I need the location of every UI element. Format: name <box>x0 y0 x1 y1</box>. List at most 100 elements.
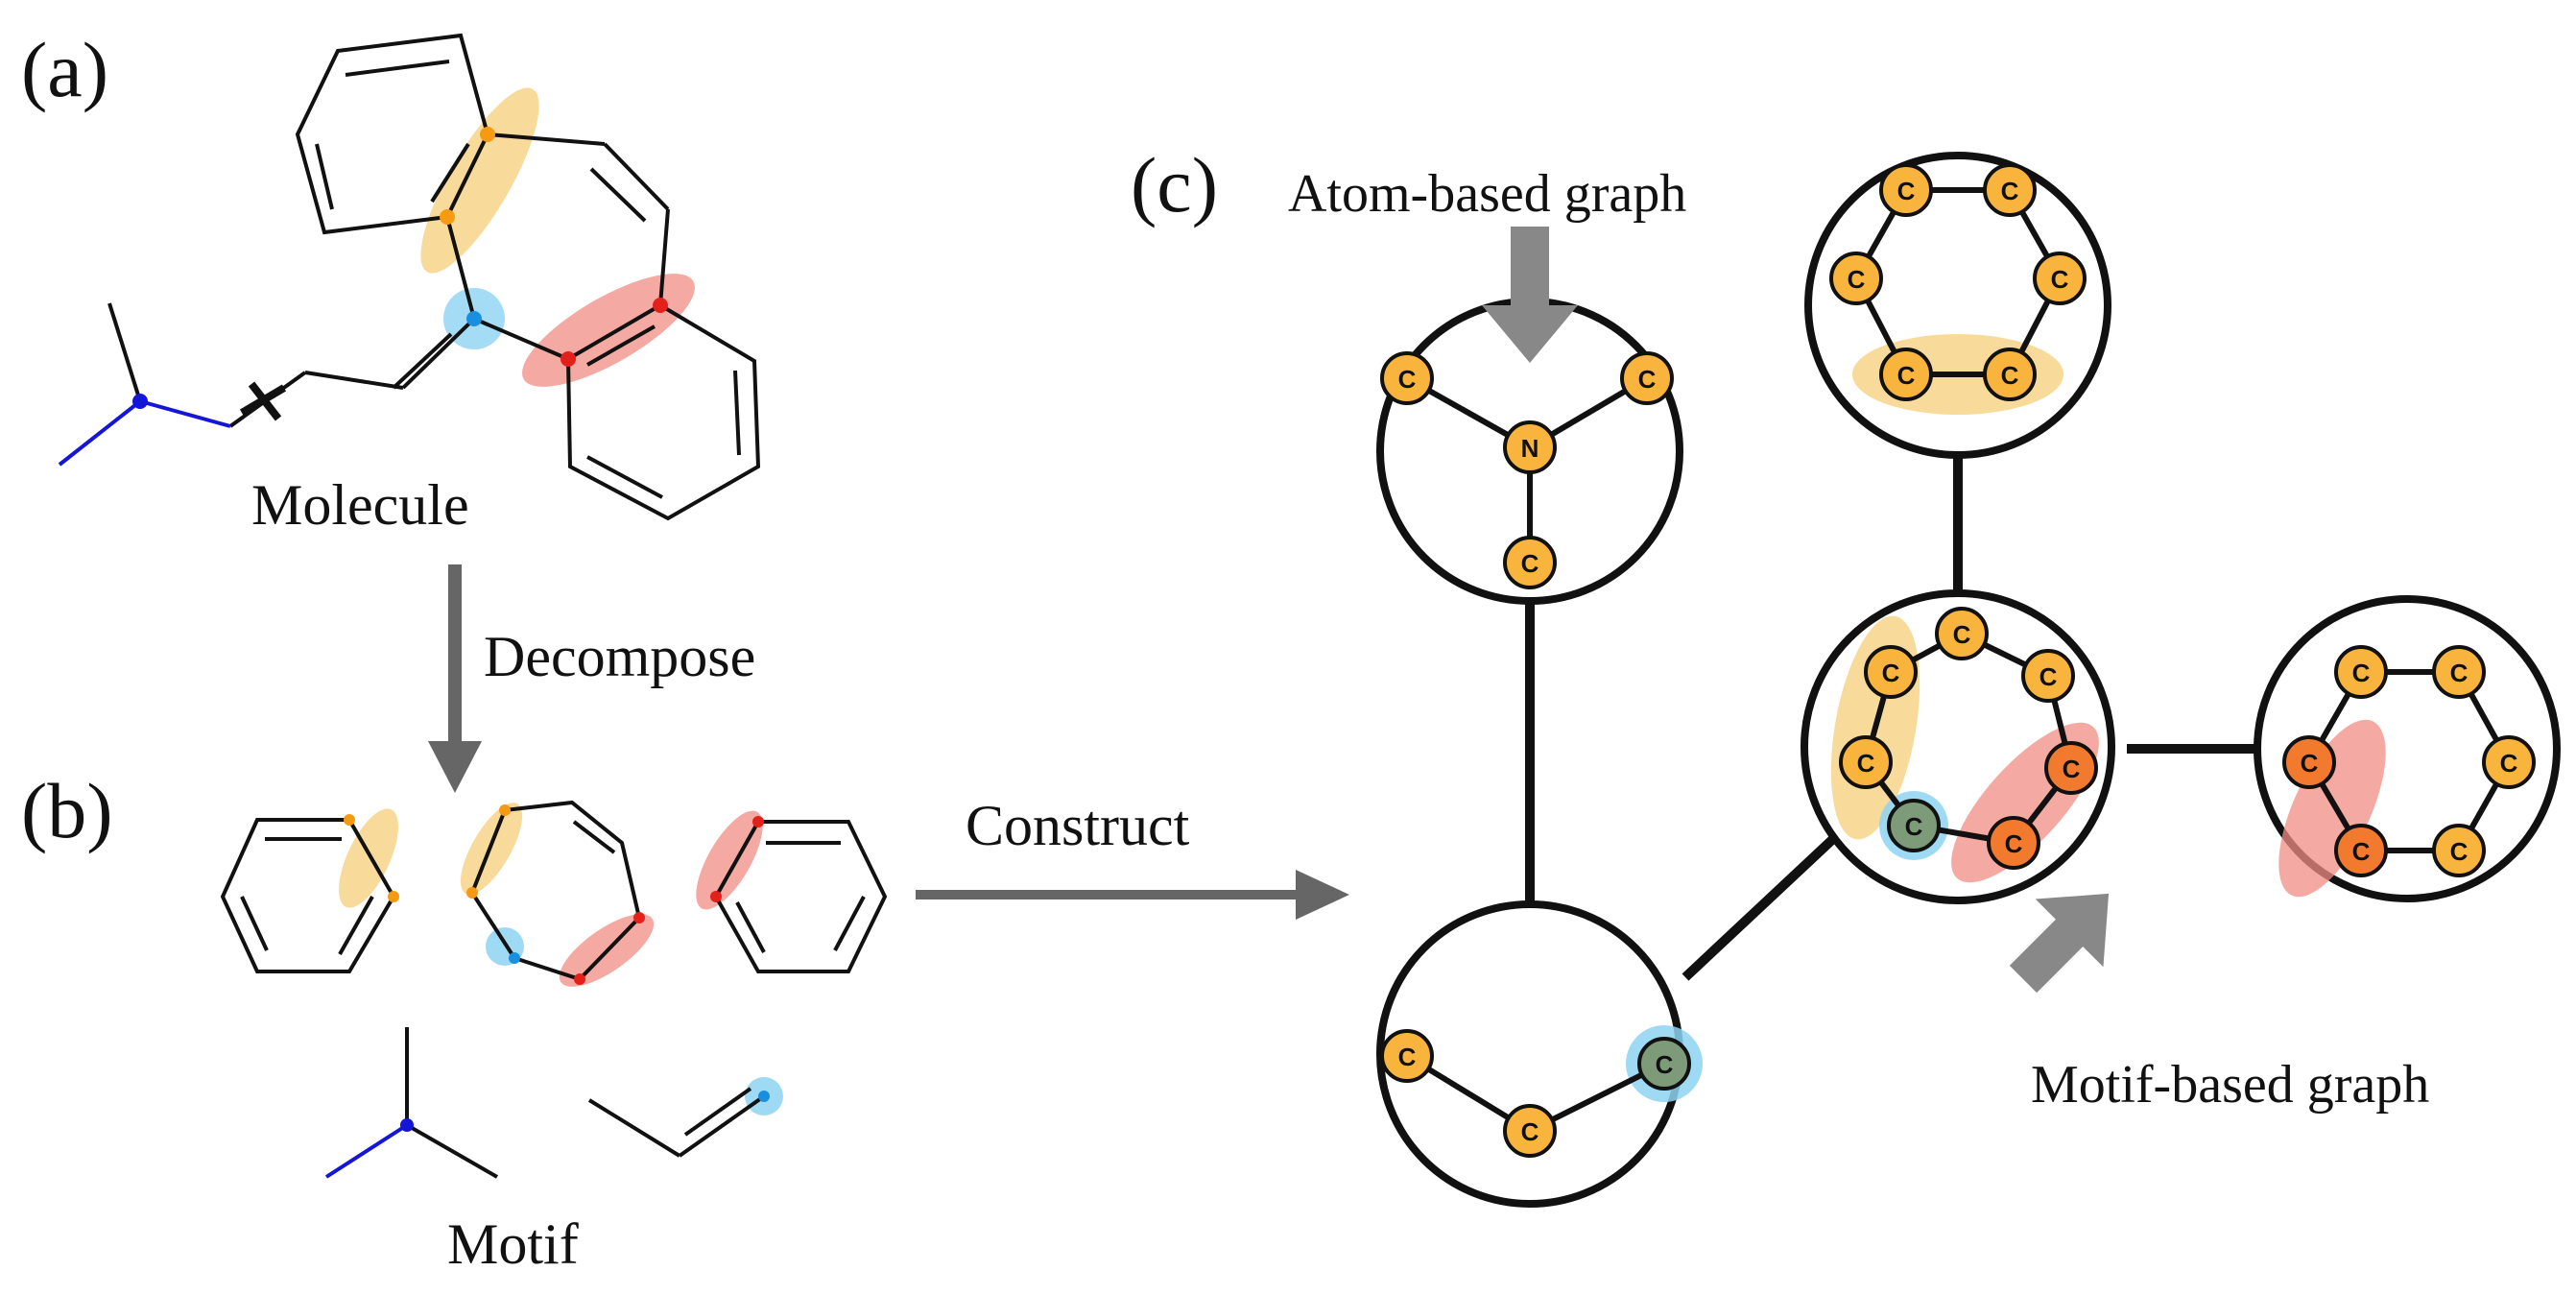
carbon-atom-node: C <box>1503 1104 1557 1158</box>
atom-symbol: C <box>1882 659 1900 687</box>
atom-symbol: C <box>2301 749 2319 778</box>
atom-circle <box>1829 252 1883 305</box>
atom-circle <box>1380 1029 1434 1083</box>
atom-circle <box>2482 735 2536 789</box>
atom-circle <box>1879 163 1933 217</box>
atom-symbol: C <box>2001 177 2019 205</box>
atom-circle <box>2334 645 2388 699</box>
atom-symbol: C <box>1953 620 1971 649</box>
atom-symbol: N <box>1521 434 1539 463</box>
atom-circle <box>1503 420 1557 474</box>
atom-circle <box>1879 348 1933 401</box>
carbon-atom-node: C <box>2021 649 2075 703</box>
atom-circle <box>1503 1104 1557 1158</box>
atom-circle <box>1503 536 1557 589</box>
carbon-atom-node: C <box>1380 1029 1434 1083</box>
carbon-atom-node: C <box>1864 645 1918 699</box>
motif-graph-label: Motif-based graph <box>2031 1055 2429 1115</box>
motif-node-benzene-top <box>1804 152 2111 459</box>
atom-circle <box>1983 163 2037 217</box>
motif-node-seven-ring <box>1801 589 2115 904</box>
atom-circle <box>2432 824 2486 877</box>
atom-symbol: C <box>2001 361 2019 390</box>
atom-graph-label: Atom-based graph <box>1288 164 1686 224</box>
atom-symbol: C <box>1848 265 1866 294</box>
motif-set <box>220 800 888 1179</box>
carbon-atom-node: C <box>2282 735 2336 789</box>
carbon-atom-node: C <box>2044 741 2098 795</box>
motif-node-benzene-right <box>2254 595 2561 902</box>
carbon-atom-node: C <box>2482 735 2536 789</box>
construct-label: Construct <box>966 794 1190 857</box>
atom-symbol: C <box>2039 662 2058 691</box>
atom-symbol: C <box>1897 177 1916 205</box>
atom-circle <box>1987 816 2040 870</box>
molecule-structure <box>58 33 761 521</box>
carbon-atom-node: C <box>1503 536 1557 589</box>
atom-circle <box>2021 649 2075 703</box>
atom-circle <box>1380 351 1434 405</box>
carbon-atom-node: C <box>1620 351 1674 405</box>
motif-graph-edges <box>1525 451 2257 981</box>
carbon-atom-node: C <box>1983 348 2037 401</box>
atom-circle <box>1887 799 1941 852</box>
carbon-atom-node: C <box>2033 252 2087 305</box>
atom-symbol: C <box>2450 837 2469 866</box>
atom-symbol: C <box>1905 812 1923 841</box>
panel-label-c: (c) <box>1131 141 1218 228</box>
atom-circle <box>1839 735 1893 789</box>
atom-circle <box>1637 1037 1691 1091</box>
atom-symbol: C <box>1897 361 1916 390</box>
carbon-atom-node: C <box>2334 824 2388 877</box>
carbon-atom-node: C <box>1983 163 2037 217</box>
atom-circle <box>2033 252 2087 305</box>
atom-circle <box>2432 645 2486 699</box>
atom-symbol: C <box>1398 365 1417 394</box>
atom-symbol: C <box>1398 1043 1417 1071</box>
decompose-label: Decompose <box>484 625 755 688</box>
carbon-atom-node: C <box>1935 607 1989 660</box>
nitrogen-atom <box>132 394 148 409</box>
atom-symbol: C <box>1656 1050 1674 1079</box>
atom-circle <box>2044 741 2098 795</box>
red-bond-highlight <box>522 274 695 387</box>
carbon-atom-node: C <box>2432 645 2486 699</box>
atom-symbol: C <box>1638 365 1657 394</box>
atom-layer: C C N C C C C C C C C C C C C C C C C C C C C C C C <box>1380 163 2536 1158</box>
atom-symbol: C <box>2352 837 2371 866</box>
carbon-atom-node: C <box>1380 351 1434 405</box>
carbon-atom-node: C <box>1637 1037 1691 1091</box>
carbon-atom-node: C <box>1879 163 1933 217</box>
carbon-atom-node: C <box>1987 816 2040 870</box>
atom-circle <box>1935 607 1989 660</box>
carbon-atom-node: C <box>2432 824 2486 877</box>
panel-label-a: (a) <box>21 26 108 113</box>
molecule-label: Molecule <box>251 473 469 537</box>
motif-graph-arrow <box>2009 893 2110 994</box>
benzene-right-atom-graph <box>2278 669 2513 898</box>
atom-symbol: C <box>2352 659 2371 687</box>
atom-symbol: C <box>1521 1117 1539 1146</box>
atom-symbol: C <box>2450 659 2469 687</box>
carbon-atom-node: C <box>1887 799 1941 852</box>
atom-symbol: C <box>1521 549 1539 578</box>
atom-graph-arrow <box>1511 227 1549 307</box>
atom-circle <box>2334 824 2388 877</box>
atom-symbol: C <box>2051 265 2069 294</box>
motif-label: Motif <box>447 1212 579 1276</box>
atom-symbol: C <box>2063 755 2081 783</box>
carbon-atom-node: C <box>1879 348 1933 401</box>
atom-circle <box>1620 351 1674 405</box>
carbon-atom-node: C <box>1839 735 1893 789</box>
atom-symbol: C <box>2500 749 2518 778</box>
atom-symbol: C <box>2005 829 2023 858</box>
panel-label-b: (b) <box>21 767 113 854</box>
carbon-atom-node: C <box>2334 645 2388 699</box>
nitrogen-atom-node: N <box>1503 420 1557 474</box>
atom-symbol: C <box>1857 749 1875 778</box>
carbon-atom-node: C <box>1829 252 1883 305</box>
atom-circle <box>2282 735 2336 789</box>
atom-circle <box>1983 348 2037 401</box>
atom-circle <box>1864 645 1918 699</box>
